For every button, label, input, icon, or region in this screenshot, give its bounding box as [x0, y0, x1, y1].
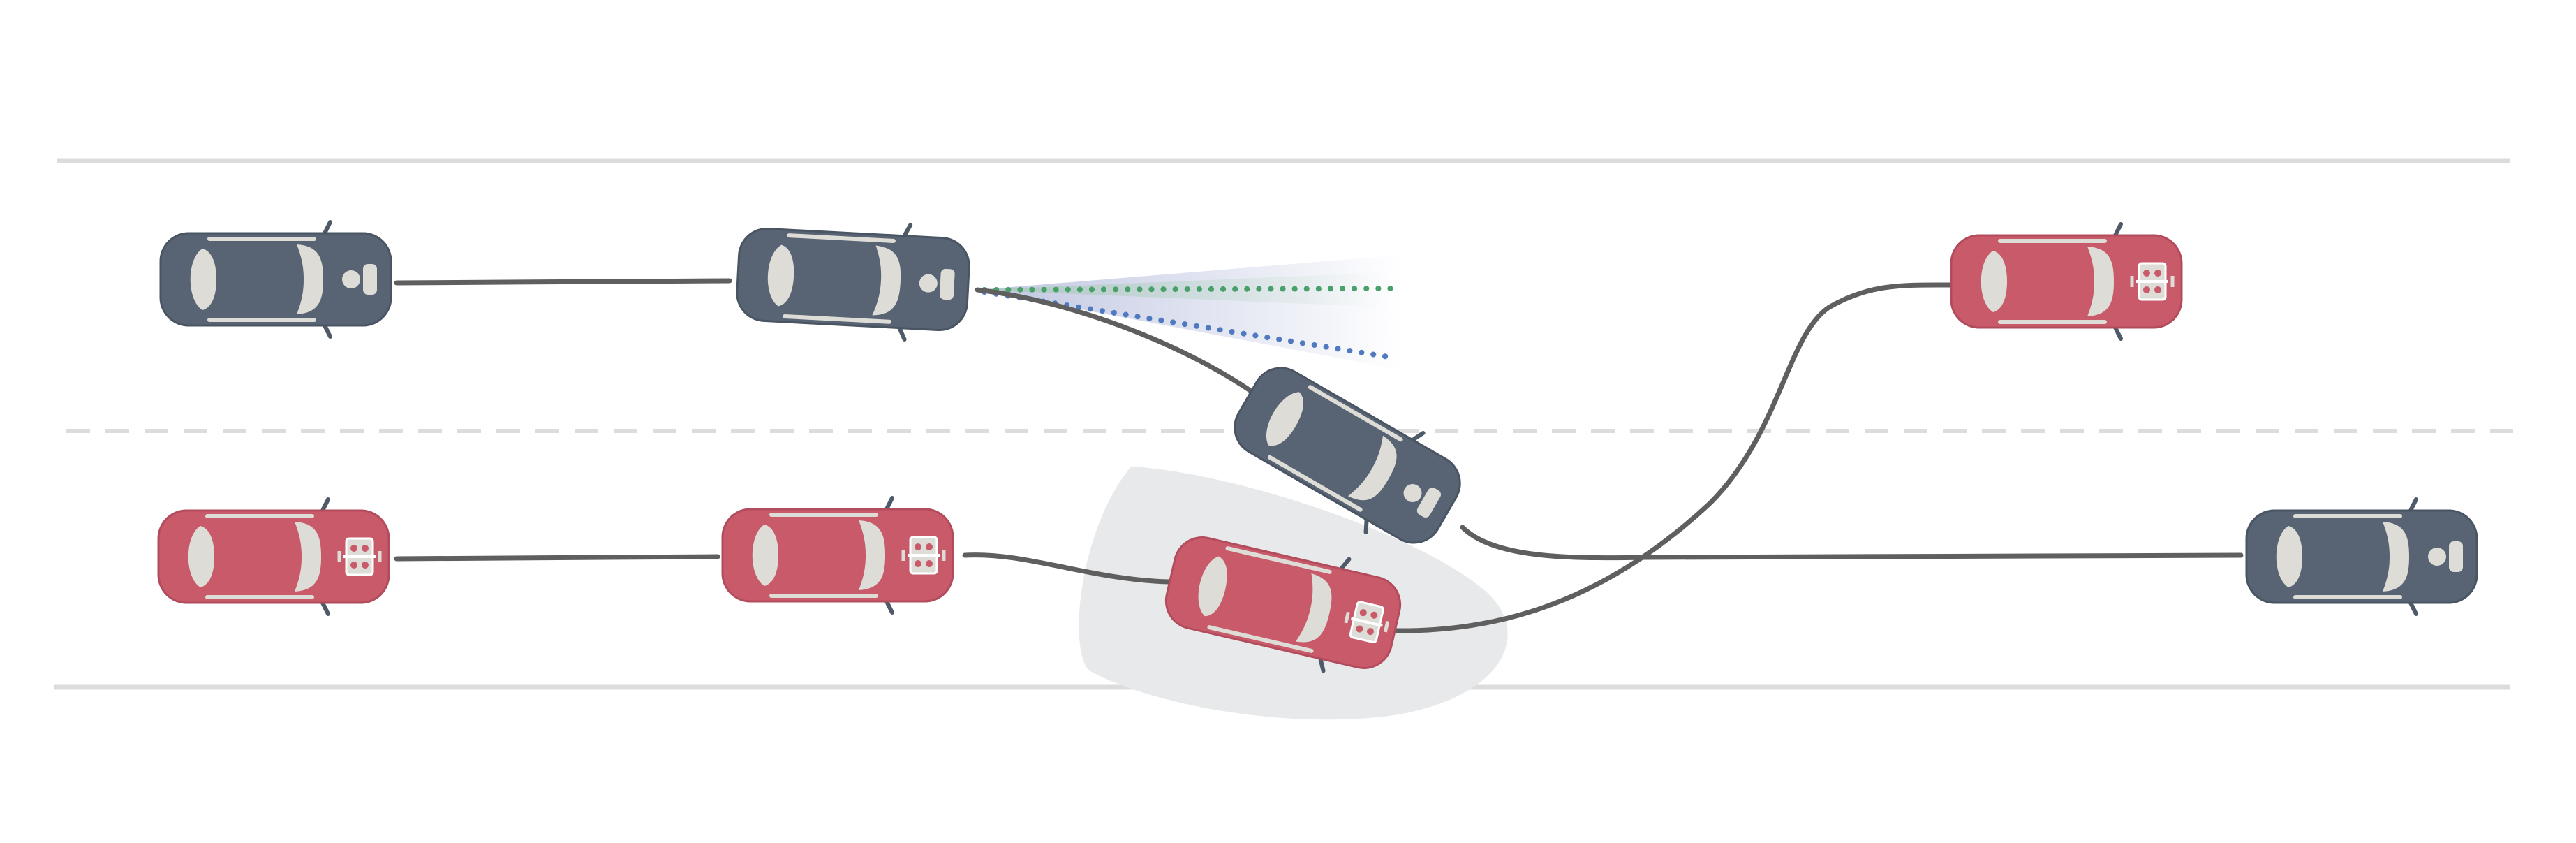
mirror: [1363, 518, 1369, 535]
rear-window: [1198, 556, 1227, 617]
car-body: [721, 508, 954, 603]
mirror: [2408, 497, 2418, 513]
mirror: [2113, 325, 2123, 341]
car-body: [1950, 234, 2183, 329]
robot-icon: [2130, 262, 2175, 301]
rear-window: [188, 526, 214, 587]
human-car-bottom-right: [2245, 497, 2478, 616]
rear-window: [1266, 392, 1304, 446]
windshield: [297, 244, 323, 314]
mirror: [320, 497, 330, 513]
car-trim: [1308, 385, 1403, 442]
mirror: [2408, 601, 2418, 616]
windshield: [872, 245, 901, 316]
windshield: [859, 520, 885, 590]
trajectory-merge-to-right: [1460, 525, 2244, 561]
robot-icon: [1344, 601, 1390, 643]
robot-car-top-right: [1950, 222, 2183, 341]
trajectory-lane-change: [975, 287, 1256, 395]
car-trim: [787, 233, 896, 243]
car-body: [157, 509, 390, 604]
prediction-cone: [977, 255, 1403, 370]
robot-icon: [901, 536, 946, 575]
trajectory-bottom-lane-left: [394, 554, 720, 562]
mirror: [323, 220, 332, 235]
car-trim: [783, 314, 891, 324]
windshield: [1295, 573, 1332, 643]
mirror: [897, 325, 907, 342]
mirror: [320, 601, 330, 616]
person-icon: [2428, 541, 2463, 572]
car-body: [2245, 509, 2478, 604]
prediction-cone-inner: [977, 272, 1389, 307]
vehicles: [157, 220, 2478, 673]
mirror: [884, 496, 894, 511]
prediction-cone-shape: [977, 255, 1403, 370]
mirror: [323, 323, 332, 339]
rear-window: [2276, 526, 2302, 587]
robot-car-bottom-left: [157, 497, 390, 616]
car-trim: [1207, 625, 1314, 653]
rear-window: [767, 244, 794, 307]
mirror: [2113, 222, 2123, 237]
trajectory-robot-swerve: [1392, 282, 1957, 633]
mirror: [902, 223, 913, 238]
car-trim: [1225, 546, 1332, 574]
human-car-top-mid: [736, 223, 970, 342]
robot-icon: [337, 537, 382, 576]
car-body: [159, 232, 392, 327]
rear-window: [1981, 251, 2007, 312]
rear-window: [752, 525, 778, 586]
rear-window: [190, 249, 216, 310]
human-car-lane-change: [1234, 367, 1461, 544]
person-icon: [919, 268, 955, 300]
mirror: [1318, 657, 1326, 673]
robot-car-interacting: [1164, 536, 1402, 673]
car-trim: [1267, 455, 1363, 512]
mirror: [1410, 430, 1426, 442]
human-car-top-left: [159, 220, 392, 339]
mirror: [884, 599, 894, 615]
mirror: [1339, 557, 1352, 571]
windshield: [2087, 247, 2114, 316]
car-body: [736, 227, 970, 332]
windshield: [295, 522, 321, 592]
robot-car-bottom-mid: [721, 496, 954, 615]
trajectory-top-lane: [394, 278, 732, 286]
trajectory-bottom-lane-mid: [962, 552, 1172, 585]
windshield: [2383, 522, 2409, 592]
windshield: [1347, 435, 1397, 501]
trajectories: [394, 278, 2244, 633]
person-icon: [1403, 484, 1442, 518]
person-icon: [342, 264, 377, 295]
